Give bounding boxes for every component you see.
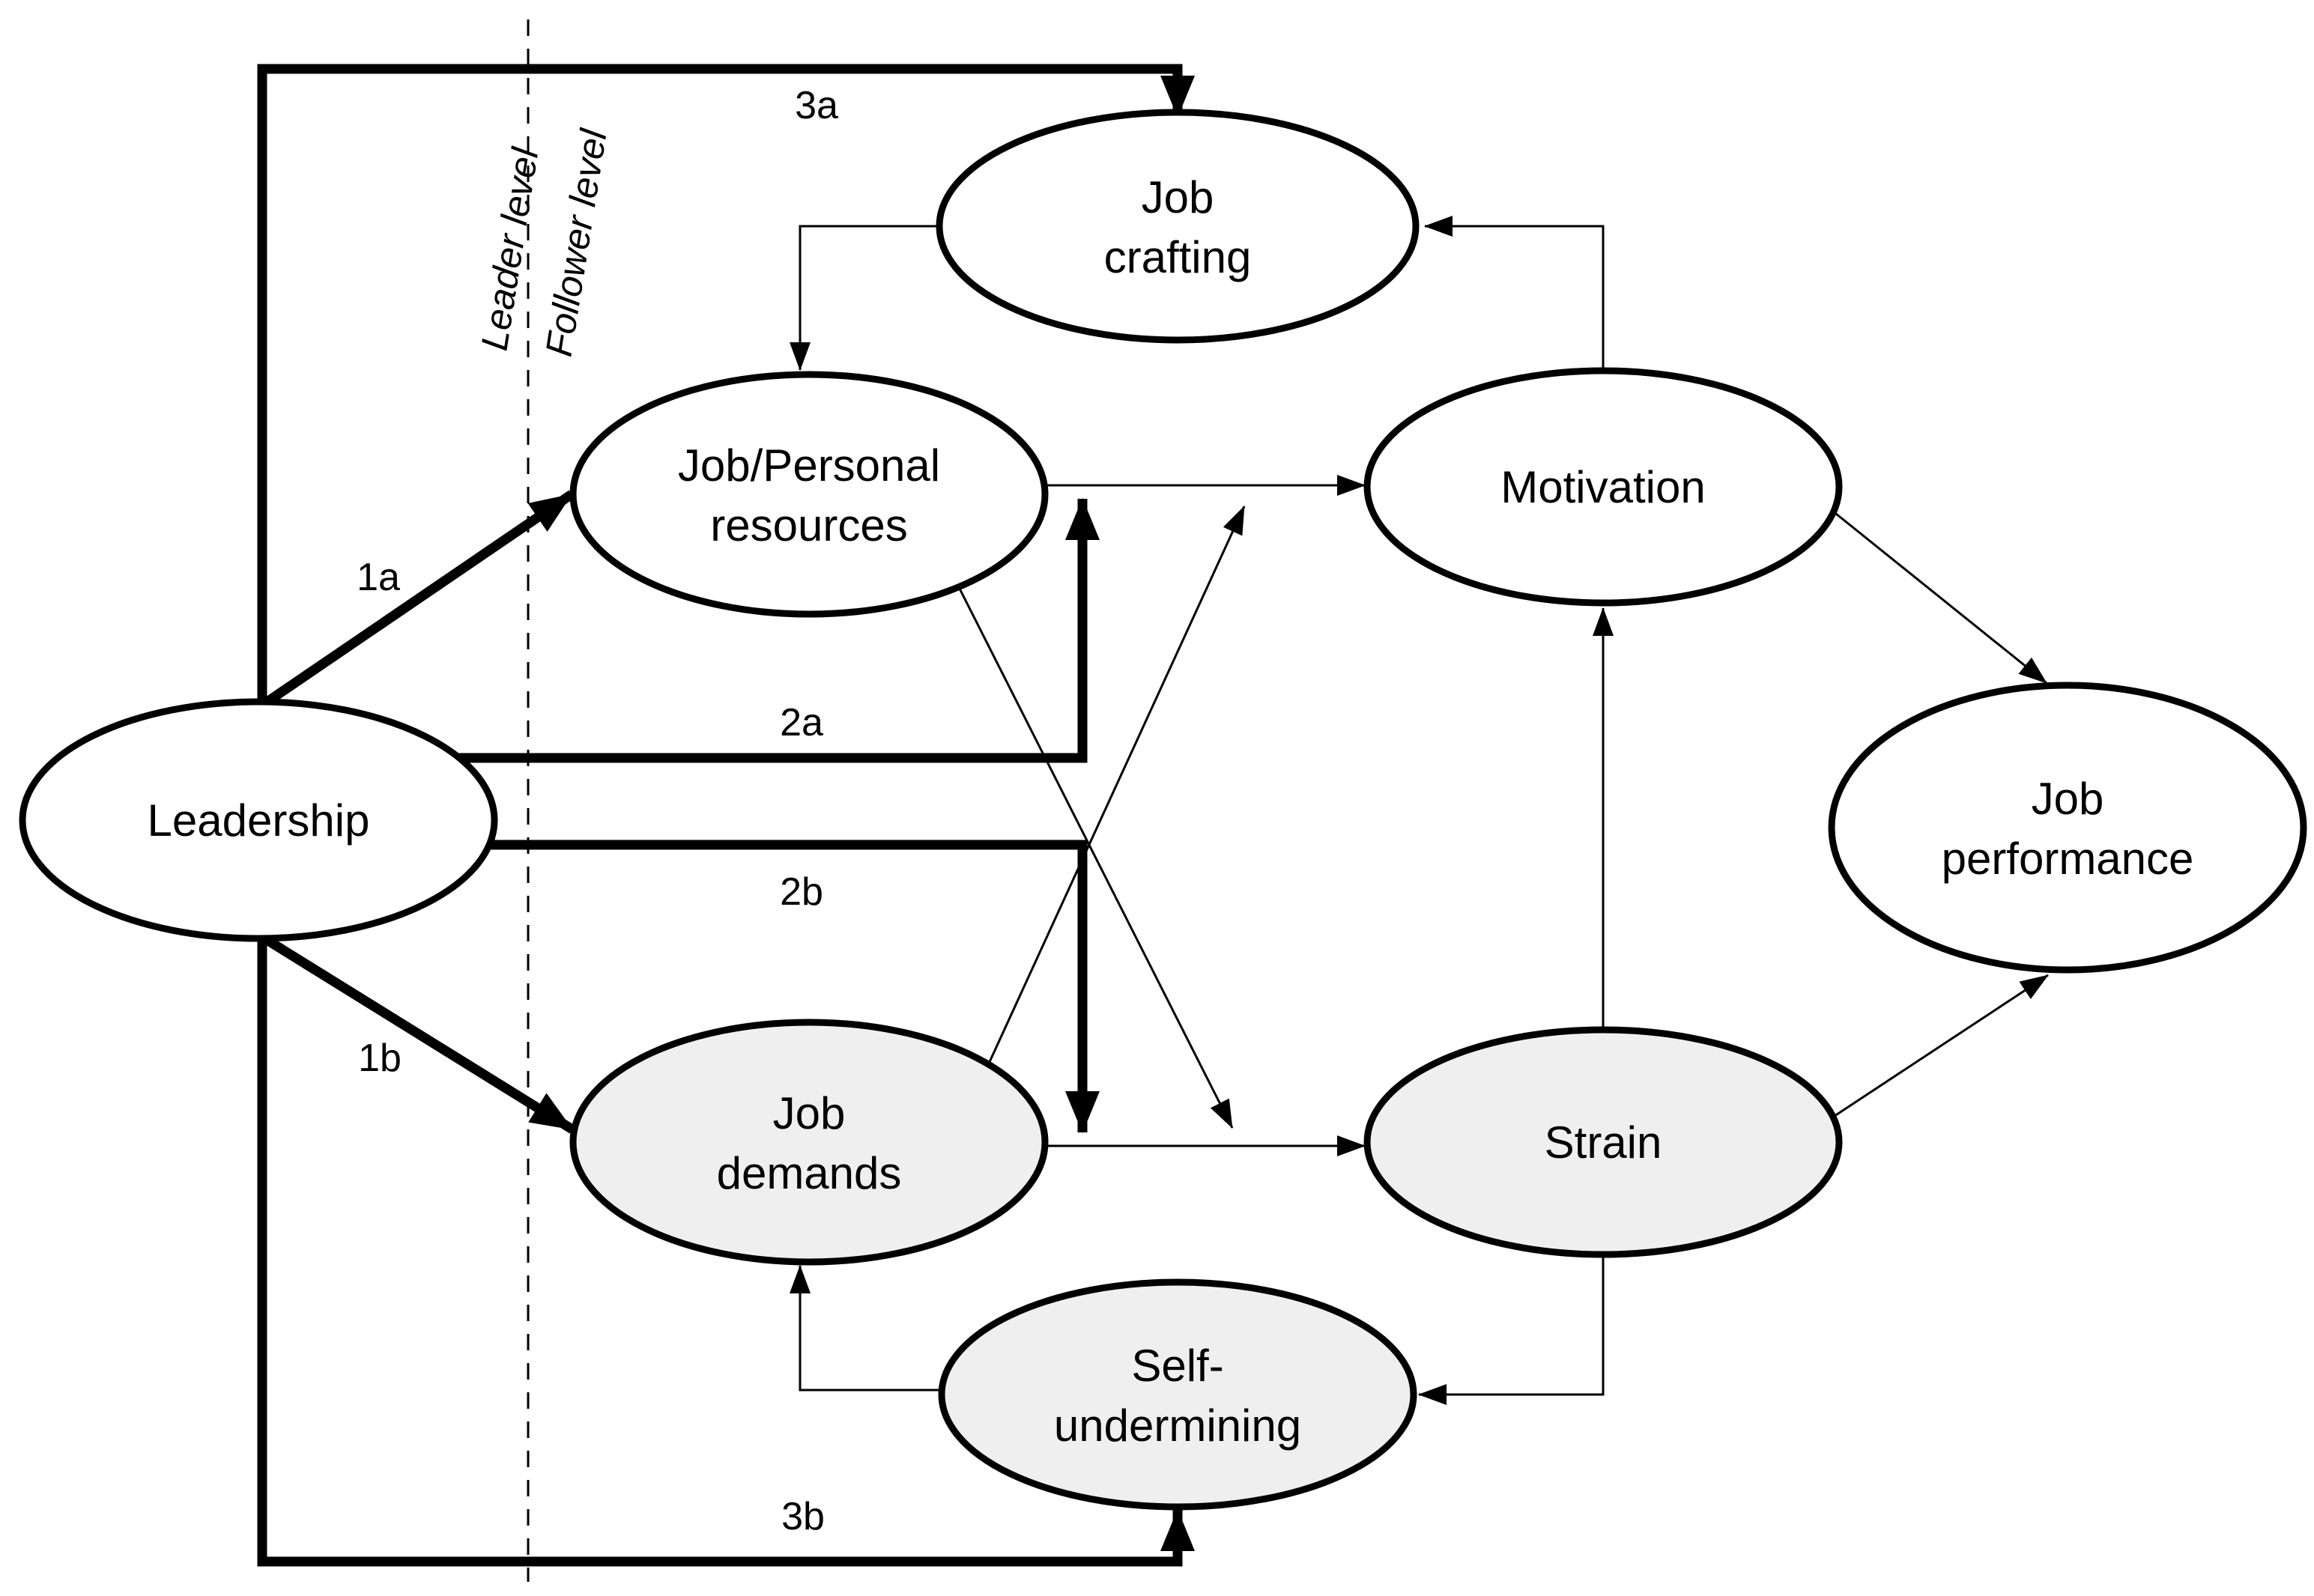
edge-motivation-crafting xyxy=(1424,216,1605,372)
job-demands-ellipse xyxy=(569,1019,1049,1266)
resources-label-line2: resources xyxy=(710,500,907,550)
edge-2a-leadership-moderation-up xyxy=(449,498,1100,763)
path-label-3a: 3a xyxy=(795,84,838,127)
node-job-demands: Job demands xyxy=(569,1019,1049,1266)
edge-selfundermining-demands xyxy=(790,1265,943,1392)
strain-ellipse xyxy=(1363,1026,1843,1258)
self-undermining-label-line2: undermining xyxy=(1054,1401,1301,1451)
edge-strain-performance xyxy=(1832,974,2049,1119)
follower-level-label: Follower level xyxy=(538,125,615,359)
job-demands-label-line2: demands xyxy=(717,1148,902,1198)
leader-level-label: Leader level xyxy=(473,144,547,354)
edge-1b-leadership-demands xyxy=(255,930,575,1134)
edge-strain-selfundermining xyxy=(1418,1253,1605,1405)
node-job-crafting: Job crafting xyxy=(936,109,1420,344)
job-crafting-ellipse xyxy=(936,109,1420,344)
path-label-3b: 3b xyxy=(781,1495,825,1538)
edge-2b-leadership-moderation-down xyxy=(449,840,1100,1133)
node-self-undermining: Self- undermining xyxy=(938,1278,1417,1511)
self-undermining-ellipse xyxy=(938,1278,1417,1511)
strain-label: Strain xyxy=(1545,1117,1662,1168)
edge-1a-leadership-resources xyxy=(255,490,575,712)
node-strain: Strain xyxy=(1363,1026,1843,1258)
leadership-label: Leadership xyxy=(148,795,370,846)
path-label-1b: 1b xyxy=(358,1037,402,1080)
path-label-2a: 2a xyxy=(780,701,823,744)
path-label-1a: 1a xyxy=(357,556,400,599)
job-crafting-label-line2: crafting xyxy=(1104,232,1252,282)
resources-ellipse xyxy=(569,371,1049,618)
node-motivation: Motivation xyxy=(1363,367,1843,607)
edge-resources-buffer-interaction xyxy=(957,586,1234,1129)
path-label-2b: 2b xyxy=(780,870,823,914)
leadership-ellipse xyxy=(19,698,498,942)
node-job-performance: Job performance xyxy=(1828,682,2307,974)
job-performance-ellipse xyxy=(1828,682,2307,974)
node-job-personal-resources: Job/Personal resources xyxy=(569,371,1049,618)
motivation-ellipse xyxy=(1363,367,1843,607)
edge-motivation-performance xyxy=(1832,509,2047,685)
motivation-label: Motivation xyxy=(1500,462,1705,512)
node-leadership: Leadership xyxy=(19,698,498,942)
resources-label-line1: Job/Personal xyxy=(678,440,940,491)
job-demands-label-line1: Job xyxy=(773,1088,846,1138)
job-crafting-label-line1: Job xyxy=(1142,172,1214,222)
edge-demands-boost-interaction xyxy=(987,506,1246,1064)
edge-crafting-resources xyxy=(790,225,941,371)
job-performance-label-line1: Job xyxy=(2032,774,2104,824)
self-undermining-label-line1: Self- xyxy=(1131,1341,1223,1391)
job-performance-label-line2: performance xyxy=(1942,834,2194,884)
